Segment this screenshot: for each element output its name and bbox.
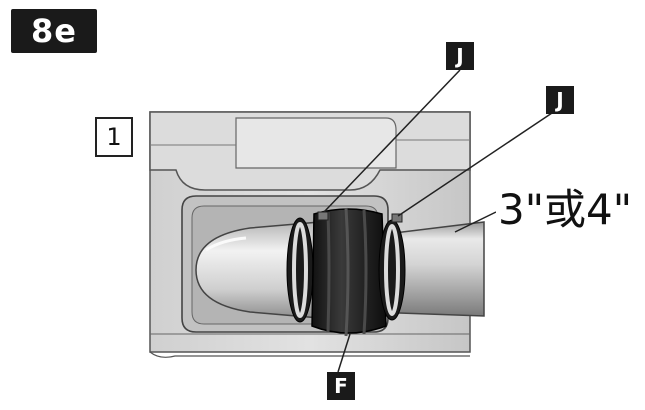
step-badge: 8e: [11, 9, 97, 53]
callout-connector: F: [327, 372, 355, 400]
clamp-left: [286, 217, 314, 323]
duct-size-label: 3"或4": [496, 185, 635, 234]
leader-lines: [323, 69, 553, 373]
item-number-box: 1: [95, 117, 133, 157]
clamp-screw: [317, 211, 329, 221]
callout-clamp-right: J: [546, 86, 574, 114]
clamp-right: [378, 213, 406, 321]
callout-clamp-top: J: [446, 42, 474, 70]
rubber-connector: [311, 207, 387, 337]
